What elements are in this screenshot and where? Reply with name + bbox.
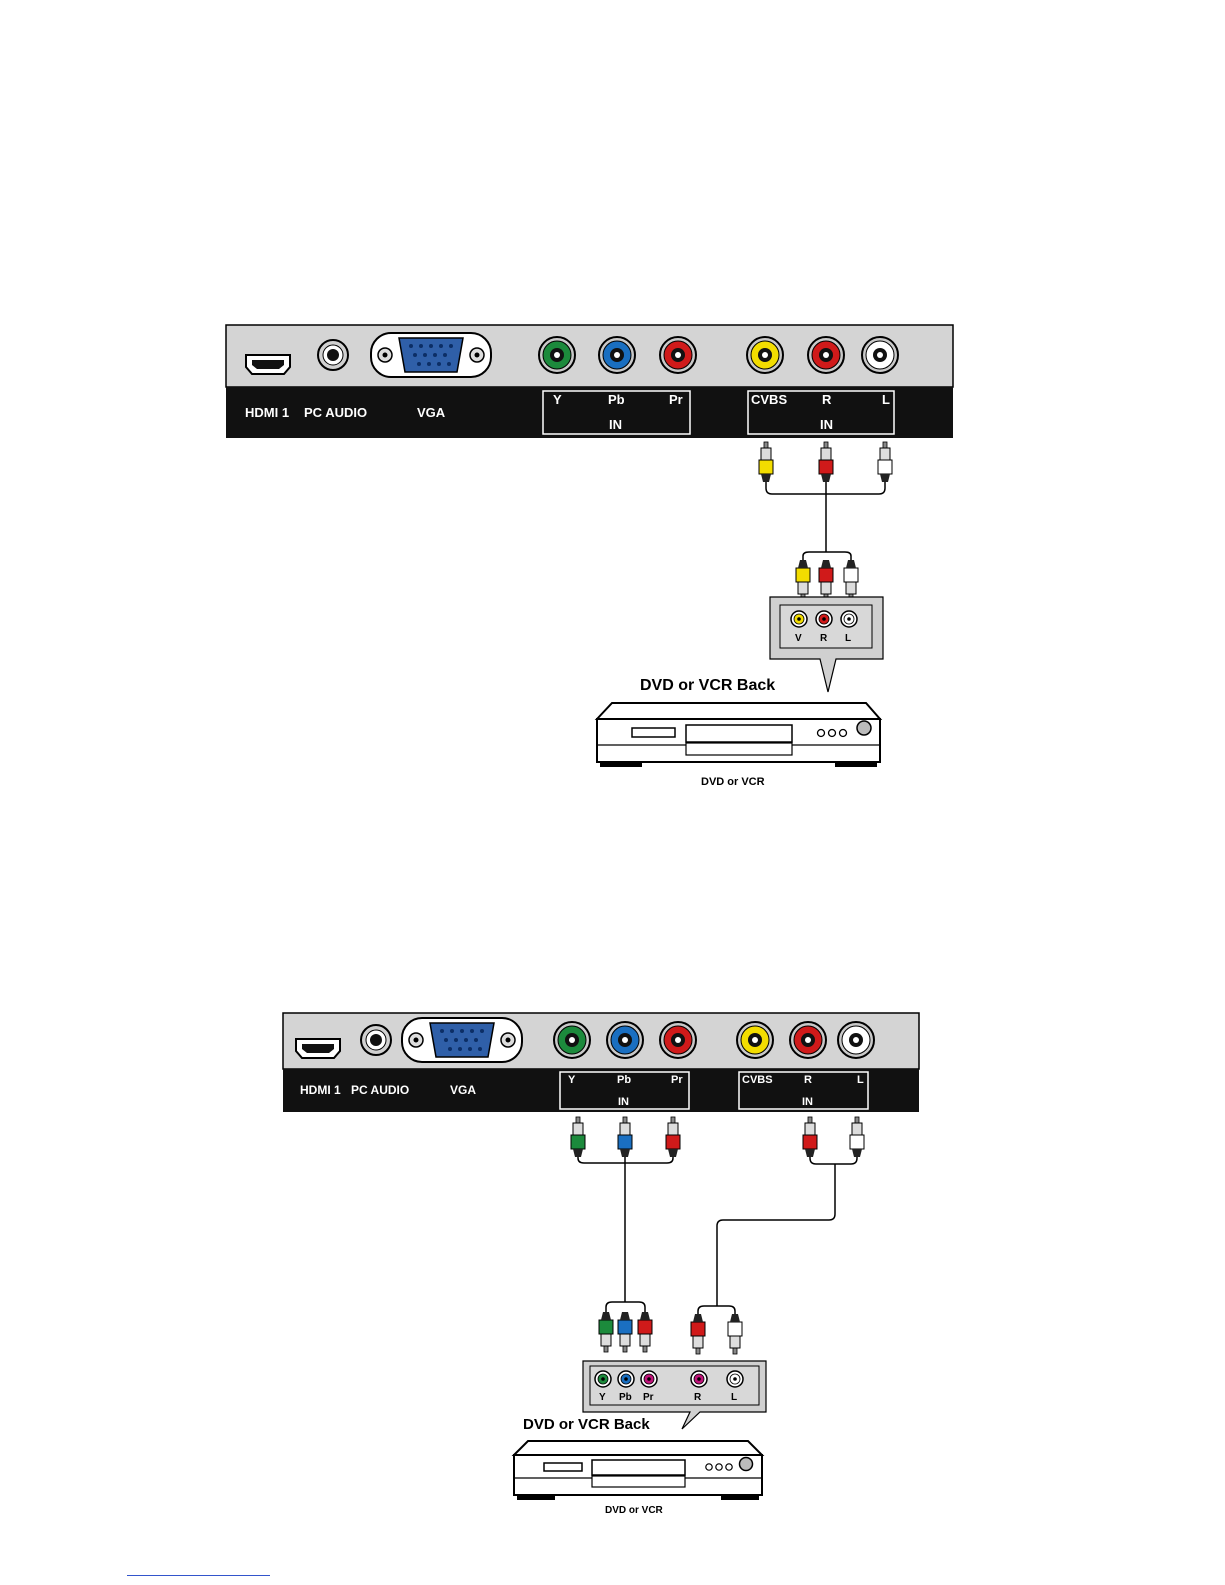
pr-plug-icon <box>666 1117 680 1157</box>
back-l-jack-icon <box>841 611 857 627</box>
audio-l-jack-icon <box>838 1022 874 1058</box>
back-r-label: R <box>694 1392 702 1403</box>
cvbs-jack-icon <box>737 1022 773 1058</box>
av-cable <box>759 442 892 600</box>
device-caption: DVD or VCR <box>701 776 765 788</box>
back-v-label: V <box>795 633 802 644</box>
vga-port-icon <box>402 1018 522 1062</box>
pc-audio-label: PC AUDIO <box>304 405 367 420</box>
audio-cable <box>691 1117 864 1354</box>
pb-label: Pb <box>608 392 625 407</box>
r-plug-icon <box>819 442 833 482</box>
pr-jack-icon <box>660 1022 696 1058</box>
dvd-l-plug-icon <box>844 560 858 600</box>
hdmi-label: HDMI 1 <box>245 405 289 420</box>
back-r-label: R <box>820 633 828 644</box>
cvbs-plug-icon <box>759 442 773 482</box>
diagram-1: HDMI 1 PC AUDIO VGA Y Pb Pr IN CVBS R L … <box>226 325 953 788</box>
audio-r-jack-icon <box>808 337 844 373</box>
y-jack-icon <box>539 337 575 373</box>
dvd-r-plug-icon <box>819 560 833 600</box>
footer-rule <box>127 1575 270 1576</box>
back-l-label: L <box>845 633 851 644</box>
pc-audio-jack-icon <box>361 1025 391 1055</box>
back-pb-jack-icon <box>618 1371 634 1387</box>
r-label: R <box>822 392 832 407</box>
pr-label: Pr <box>669 392 683 407</box>
dvd-back-title: DVD or VCR Back <box>640 677 775 694</box>
component-cable <box>571 1117 680 1352</box>
back-y-label: Y <box>599 1392 606 1403</box>
hdmi-port-icon <box>296 1039 340 1058</box>
back-l-label: L <box>731 1392 737 1403</box>
y-jack-icon <box>554 1022 590 1058</box>
cvbs-label: CVBS <box>742 1074 773 1086</box>
dvd-pb-plug-icon <box>618 1312 632 1352</box>
dvd-pr-plug-icon <box>638 1312 652 1352</box>
back-v-jack-icon <box>791 611 807 627</box>
audio-l-plug-icon <box>850 1117 864 1157</box>
back-r-jack-icon <box>816 611 832 627</box>
dvd-player-icon <box>597 703 880 767</box>
dvd-y-plug-icon <box>599 1312 613 1352</box>
component-in-label: IN <box>609 417 622 432</box>
device-caption: DVD or VCR <box>605 1505 664 1516</box>
tv-panel: HDMI 1 PC AUDIO VGA Y Pb Pr IN CVBS R L … <box>283 1013 919 1112</box>
audio-l-jack-icon <box>862 337 898 373</box>
hdmi-port-icon <box>246 355 290 374</box>
audio-r-jack-icon <box>790 1022 826 1058</box>
cvbs-label: CVBS <box>751 392 787 407</box>
y-label: Y <box>568 1074 576 1086</box>
pb-label: Pb <box>617 1074 631 1086</box>
vga-label: VGA <box>417 405 446 420</box>
av-in-label: IN <box>802 1096 813 1108</box>
r-label: R <box>804 1074 812 1086</box>
l-plug-icon <box>878 442 892 482</box>
dvd-back-panel: V R L <box>770 597 883 692</box>
y-label: Y <box>553 392 562 407</box>
vga-port-icon <box>371 333 491 377</box>
pb-jack-icon <box>607 1022 643 1058</box>
cvbs-jack-icon <box>747 337 783 373</box>
dvd-audio-l-plug-icon <box>728 1314 742 1354</box>
dvd-audio-r-plug-icon <box>691 1314 705 1354</box>
l-label: L <box>857 1074 864 1086</box>
back-r-jack-icon <box>691 1371 707 1387</box>
pb-jack-icon <box>599 337 635 373</box>
hdmi-label: HDMI 1 <box>300 1083 341 1097</box>
audio-r-plug-icon <box>803 1117 817 1157</box>
pc-audio-label: PC AUDIO <box>351 1083 409 1097</box>
component-in-label: IN <box>618 1096 629 1108</box>
back-y-jack-icon <box>595 1371 611 1387</box>
diagram-2: HDMI 1 PC AUDIO VGA Y Pb Pr IN CVBS R L … <box>283 1013 919 1516</box>
pb-plug-icon <box>618 1117 632 1157</box>
back-pb-label: Pb <box>619 1392 632 1403</box>
tv-panel: HDMI 1 PC AUDIO VGA Y Pb Pr IN CVBS R L … <box>226 325 953 438</box>
vga-label: VGA <box>450 1083 476 1097</box>
pr-jack-icon <box>660 337 696 373</box>
y-plug-icon <box>571 1117 585 1157</box>
dvd-cvbs-plug-icon <box>796 560 810 600</box>
back-pr-label: Pr <box>643 1392 654 1403</box>
back-pr-jack-icon <box>641 1371 657 1387</box>
l-label: L <box>882 392 890 407</box>
dvd-player-icon <box>514 1441 762 1500</box>
av-in-label: IN <box>820 417 833 432</box>
pr-label: Pr <box>671 1074 683 1086</box>
back-l-jack-icon <box>727 1371 743 1387</box>
pc-audio-jack-icon <box>318 340 348 370</box>
dvd-back-title: DVD or VCR Back <box>523 1416 650 1433</box>
